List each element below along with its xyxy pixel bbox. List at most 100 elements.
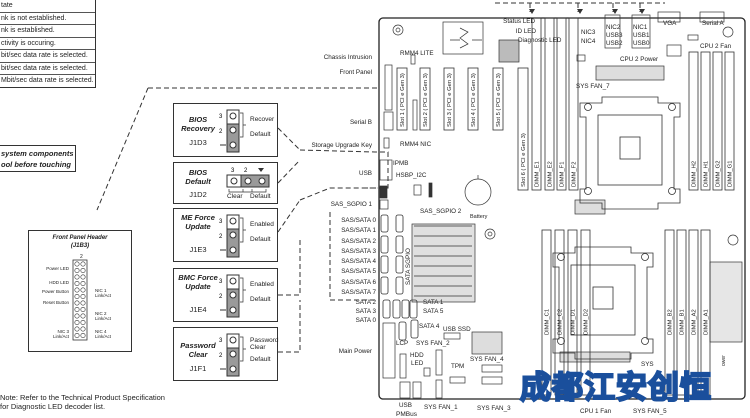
dimm-slot: [567, 229, 578, 396]
sys-label: SYS: [641, 361, 654, 368]
mounting-hole: [668, 187, 676, 195]
mounting-hole: [584, 103, 592, 111]
sata2-label: SATA 2: [356, 299, 377, 306]
sas-sata-label: SAS/SATA 3: [341, 248, 376, 255]
dimm-slot-label: DIMM_D1: [571, 309, 577, 335]
pcie-slot-label: Slot 5 ( PCI e Gen 3): [496, 73, 502, 127]
warning-line: system components: [1, 149, 74, 158]
sys-fan7-label: SYS FAN_7: [576, 83, 610, 90]
fph-title: Front Panel Header: [52, 235, 108, 241]
table-row: bit/sec data rate is selected.: [0, 49, 95, 62]
dimm-slot-label: DIMM_E1: [535, 161, 541, 187]
jumper-name: Password Clear: [180, 341, 216, 359]
lcp-label: LCP: [396, 340, 408, 347]
pin: [74, 326, 80, 332]
pin: [74, 320, 80, 326]
sas-sata-label: SAS/SATA 6: [341, 279, 376, 286]
jumper-label: Default: [250, 131, 271, 138]
pcie-slot: [467, 67, 479, 131]
sas-sgpio1-label: SAS_SGPIO 1: [331, 201, 373, 208]
jumper-pins: 32: [219, 333, 246, 377]
pcie-slot: [396, 67, 408, 131]
pin: [80, 307, 86, 313]
sata-port: [410, 319, 419, 339]
mounting-hole: [584, 187, 592, 195]
dimm-slot-label: DIMM_E2: [548, 161, 554, 187]
pin: [74, 280, 80, 286]
led-state-table: tate nk is not established. nk is establ…: [0, 0, 96, 88]
dimm-slot: [556, 17, 567, 191]
jumper-pins: 32: [219, 274, 246, 318]
rmm4-lite-label: RMM4 LITE: [400, 50, 434, 57]
dimm-slot-label: DIMM_D2: [584, 309, 590, 335]
pin: [80, 333, 86, 339]
jumper-id: J1D3: [189, 138, 207, 147]
jumper-name: ME Force Update: [181, 213, 215, 231]
sys-fan2-label: SYS FAN_2: [416, 340, 450, 347]
warning-box: system components ool before touching: [0, 145, 76, 172]
svg-text:2: 2: [219, 353, 223, 359]
pin: [80, 320, 86, 326]
pin: [80, 313, 86, 319]
jumper-label: Enabled: [250, 281, 274, 288]
dimm-slot: [544, 17, 555, 191]
fph-label: NIC 3 Link/Act: [52, 329, 69, 339]
jumper-label: Default: [250, 296, 271, 303]
sata-port: [401, 299, 410, 319]
dimm-slot-label: DIMM_G2: [716, 161, 722, 187]
jumper-name: BMC Force Update: [178, 273, 218, 291]
jumper-name: BIOS Recovery: [181, 115, 215, 133]
hdd-led-label: LED: [411, 360, 424, 367]
dimm-slot-label: DIMM_B1: [680, 309, 686, 335]
pin: [74, 261, 80, 267]
sata3-label: SATA 3: [356, 308, 377, 315]
note-line: for Diagnostic LED decoder list.: [0, 402, 106, 411]
front-panel-header-diagram: Front Panel Header (J1B3) 2 Power LED HD…: [28, 230, 132, 352]
sas-sata-label: SAS/SATA 2: [341, 238, 376, 245]
cpu-socket: [579, 96, 681, 210]
sas-sata-port: [380, 255, 389, 274]
bottom-usb-label: USB: [399, 402, 412, 409]
pin: [74, 300, 80, 306]
pin: [80, 326, 86, 332]
dimm-slot-label: DIMM_H1: [704, 161, 710, 187]
sata4-label: SATA 4: [419, 323, 440, 330]
mounting-hole: [641, 337, 649, 345]
sas-sata-label: SAS/SATA 0: [341, 217, 376, 224]
usb2-label: USB2: [606, 40, 623, 47]
callout-lines: [96, 2, 665, 353]
hsbp-i2c-label: HSBP_I2C: [396, 172, 427, 179]
dimm-slot: [700, 51, 711, 191]
usb0-label: USB0: [633, 40, 650, 47]
diagnostic-led-label: Diagnostic LED: [518, 37, 562, 44]
sas-sata-label: SAS/SATA 5: [341, 268, 376, 275]
sas-sata-port: [380, 276, 389, 295]
pcie-slot: [419, 67, 431, 131]
fph-label: Power LED: [46, 266, 69, 271]
jumper-pins: 32: [219, 214, 246, 258]
usb-label: USB: [359, 170, 372, 177]
dimm-slot: [541, 229, 552, 396]
battery-label: Battery: [470, 214, 488, 220]
mounting-hole: [668, 103, 676, 111]
table-row: bit/sec data rate is selected.: [0, 61, 95, 75]
svg-text:3: 3: [219, 219, 223, 225]
dimm-slot: [712, 51, 723, 191]
cpu-socket-frame: [597, 114, 663, 186]
tpm-label: TPM: [451, 363, 464, 370]
sas-sata-label: SAS/SATA 4: [341, 258, 376, 265]
dimm-slot-label: DIMM_F2: [572, 162, 578, 187]
pcie-slot-label: Slot 3 ( PCI e Gen 3): [447, 73, 453, 127]
jumper-pins: 32: [219, 109, 246, 153]
fph-label: NIC 2 Link/Act: [95, 311, 112, 321]
sata-sgpio-label: SATA SGPIO: [405, 248, 412, 285]
fph-label: Reset Button: [42, 300, 69, 305]
dimm-slot-label: DIMM_H2: [692, 161, 698, 187]
jumper-label: Default: [250, 356, 271, 363]
hdd-led-label: HDD: [410, 352, 424, 359]
jumper-id: J1E3: [189, 245, 207, 254]
usb-ssd-label: USB SSD: [443, 326, 471, 333]
sata-port: [392, 299, 401, 319]
